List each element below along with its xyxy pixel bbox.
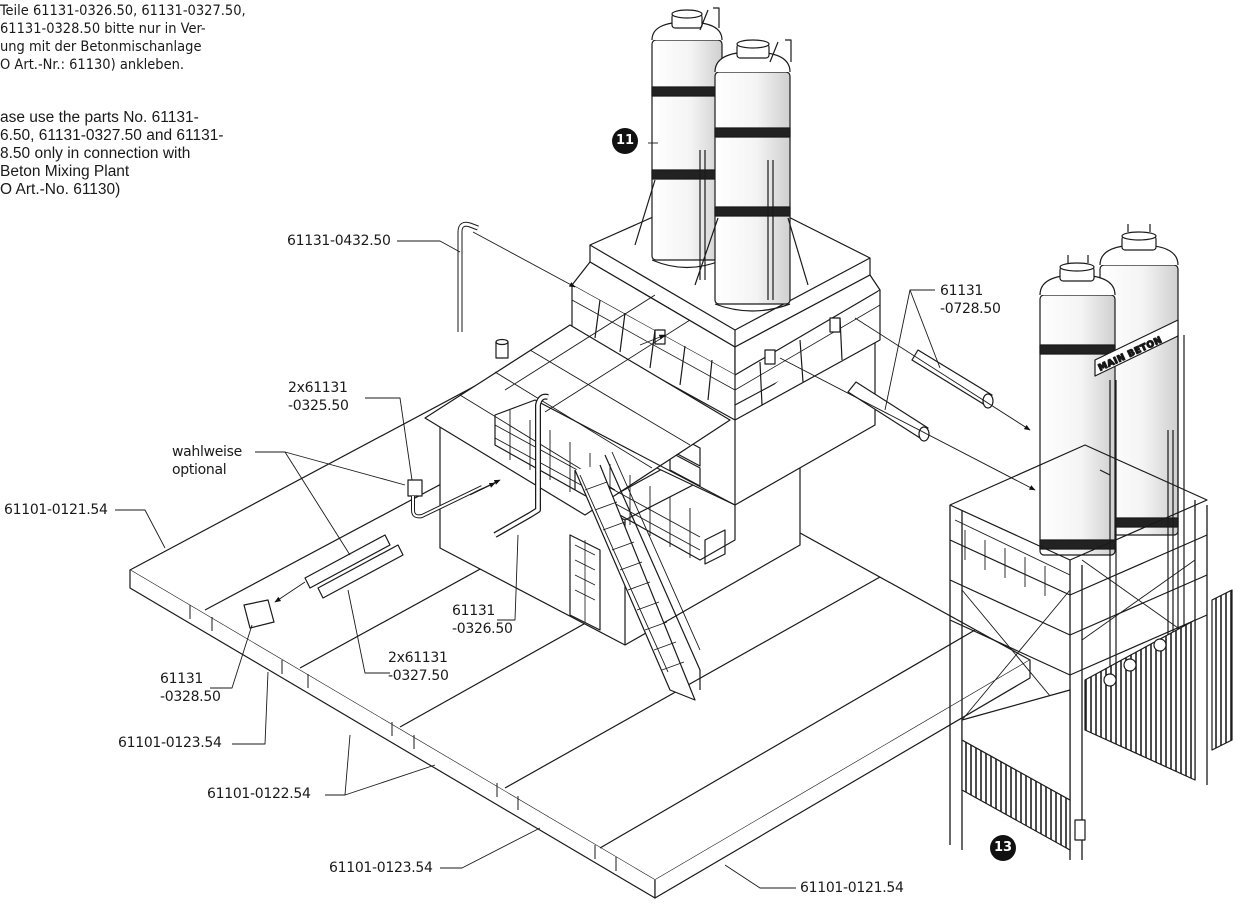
label-part-0728-line1: 61131 [940, 283, 984, 299]
note-en-line: 6.50, 61131-0327.50 and 61131- [0, 127, 224, 144]
note-en-line: Beton Mixing Plant [0, 163, 130, 180]
note-de-line: 61131-0328.50 bitte nur in Ver- [0, 21, 206, 37]
label-baseplate-0121-bottom: 61101-0121.54 [800, 880, 904, 896]
walkway-and-stairs [494, 399, 736, 701]
label-optional-line1: wahlweise [172, 444, 242, 460]
label-part-0327-line2: -0327.50 [388, 668, 449, 684]
label-part-0432: 61131-0432.50 [287, 233, 391, 249]
callout-badge-tower: 13 [990, 835, 1016, 861]
label-optional-line2: optional [172, 462, 227, 478]
assembly-note-german: Teile 61131-0326.50, 61131-0327.50, 6113… [0, 2, 246, 74]
label-part-0325-line2: -0325.50 [288, 398, 349, 414]
label-part-0325-line1: 2x61131 [288, 380, 348, 396]
silo-tower: MAIN BETON [949, 224, 1233, 860]
label-part-0728-line2: -0728.50 [940, 301, 1001, 317]
note-en-line: O Art.-No. 61130) [0, 181, 121, 198]
label-baseplate-0121-left: 61101-0121.54 [4, 502, 108, 518]
label-part-0327-line1: 2x61131 [388, 650, 448, 666]
note-de-line: O Art.-Nr.: 61130) ankleben. [0, 57, 185, 73]
leader-lines [115, 142, 1036, 889]
note-de-line: ung mit der Betonmischanlage [0, 39, 202, 55]
assembly-note-english: ase use the parts No. 61131- 6.50, 61131… [0, 109, 224, 199]
note-de-line: Teile 61131-0326.50, 61131-0327.50, [0, 3, 246, 19]
base-plates [129, 369, 1031, 899]
silo-pair [634, 7, 809, 312]
callout-badge-silos: 11 [612, 128, 638, 154]
label-baseplate-0122: 61101-0122.54 [207, 786, 311, 802]
note-en-line: ase use the parts No. 61131- [0, 109, 199, 126]
note-en-line: 8.50 only in connection with [0, 145, 191, 162]
label-part-0328-line1: 61131 [160, 671, 204, 687]
label-part-0326-line1: 61131 [452, 603, 496, 619]
label-baseplate-0123-left: 61101-0123.54 [118, 735, 222, 751]
label-baseplate-0123-bottom: 61101-0123.54 [329, 860, 433, 876]
label-part-0326-line2: -0326.50 [452, 621, 513, 637]
label-part-0328-line2: -0328.50 [160, 689, 221, 705]
